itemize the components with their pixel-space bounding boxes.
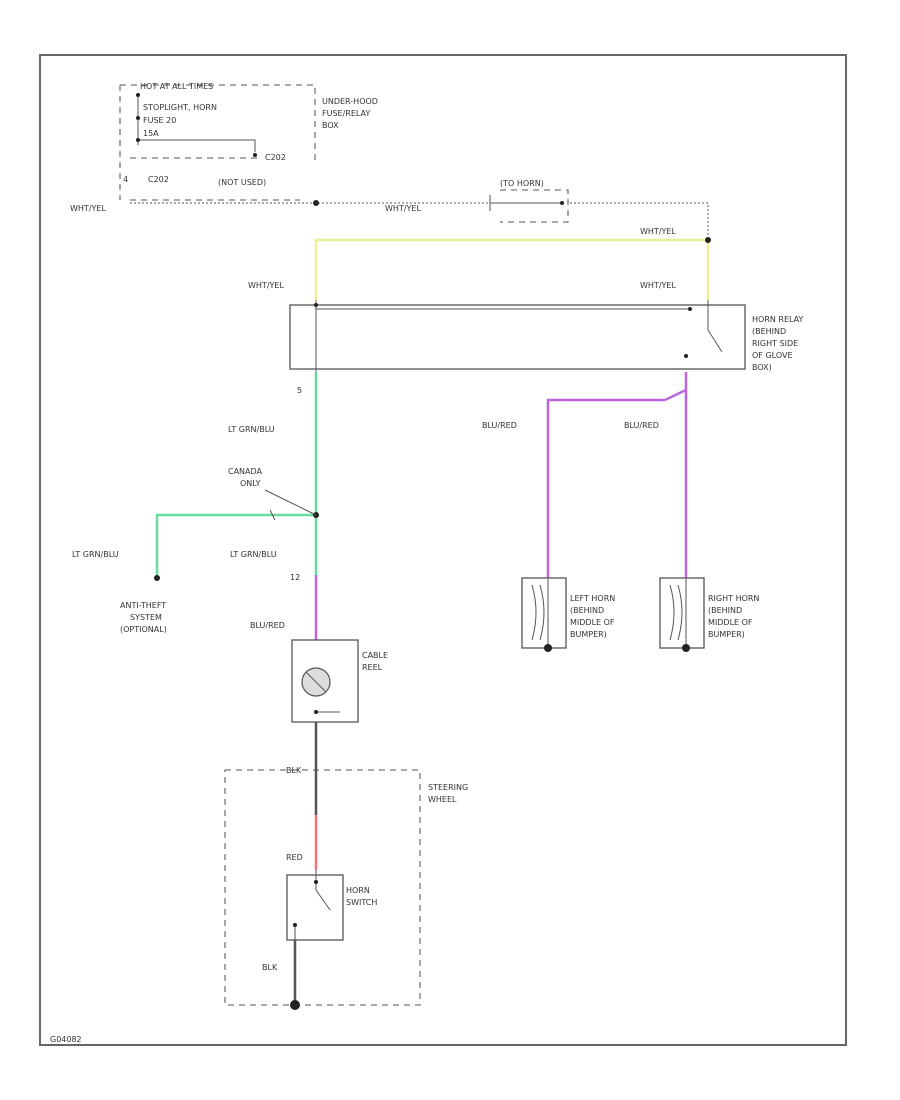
not-used-label: (NOT USED): [218, 178, 266, 187]
left-horn: LEFT HORN (BEHIND MIDDLE OF BUMPER): [521, 577, 615, 652]
figure-id: G04082: [50, 1035, 82, 1044]
horn-relay-line-4: OF GLOVE: [752, 351, 793, 360]
cable-reel-line-2: REEL: [362, 663, 383, 672]
pin-label-12: 12: [290, 573, 300, 582]
wire-label-wht-yel-right-top: WHT/YEL: [640, 227, 676, 236]
pin-label-5: 5: [297, 386, 302, 395]
wire-label-lt-grn-blu-3: LT GRN/BLU: [230, 550, 277, 559]
steering-wheel-line-1: STEERING: [428, 783, 468, 792]
fuse-pin-number: 4: [123, 175, 128, 184]
right-horn-line-3: MIDDLE OF: [708, 618, 753, 627]
fuse-number-label: FUSE 20: [143, 116, 176, 125]
wire-label-lt-grn-blu-2: LT GRN/BLU: [72, 550, 119, 559]
wire-label-blu-red-2: BLU/RED: [482, 421, 517, 430]
cable-reel: CABLE REEL: [291, 639, 388, 723]
wire-blu-red-relay: [664, 372, 688, 402]
wire-label-wht-yel-relay-right: WHT/YEL: [640, 281, 676, 290]
left-horn-line-1: LEFT HORN: [570, 594, 615, 603]
right-horn-line-2: (BEHIND: [708, 606, 742, 615]
canada-only-line-2: ONLY: [240, 479, 261, 488]
wire-label-red: RED: [286, 853, 303, 862]
horn-relay-line-5: BOX): [752, 363, 772, 372]
anti-theft-system: ANTI-THEFT SYSTEM (OPTIONAL): [120, 601, 167, 634]
horn-switch-line-1: HORN: [346, 886, 370, 895]
wire-label-wht-yel-mid: WHT/YEL: [385, 204, 421, 213]
anti-theft-line-2: SYSTEM: [130, 613, 162, 622]
horn-relay-line-1: HORN RELAY: [752, 315, 804, 324]
fuse-hot-label: HOT AT ALL TIMES: [140, 82, 213, 91]
canada-only-line-1: CANADA: [228, 467, 263, 476]
steering-wheel: STEERING WHEEL: [224, 769, 468, 1006]
fuse-box-name-2: FUSE/RELAY: [322, 109, 370, 118]
fuse-pin-label: C202: [265, 153, 286, 162]
fuse-box-name-1: UNDER-HOOD: [322, 97, 378, 106]
wire-label-blk-bottom: BLK: [262, 963, 278, 972]
under-hood-fuse-box: HOT AT ALL TIMES STOPLIGHT, HORN FUSE 20…: [119, 82, 378, 201]
wire-label-wht-yel-left: WHT/YEL: [70, 204, 106, 213]
wire-lt-grn-blu-branch: [155, 513, 316, 578]
anti-theft-line-3: (OPTIONAL): [120, 625, 167, 634]
wire-label-lt-grn-blu-1: LT GRN/BLU: [228, 425, 275, 434]
right-horn-line-1: RIGHT HORN: [708, 594, 759, 603]
diagram-frame: [39, 54, 847, 1046]
wire-label-blk-top: BLK: [286, 766, 302, 775]
wire-label-wht-yel-relay-left: WHT/YEL: [248, 281, 284, 290]
wire-label-blu-red-1: BLU/RED: [250, 621, 285, 630]
fuse-rating-label: 15A: [143, 129, 159, 138]
horn-relay: HORN RELAY (BEHIND RIGHT SIDE OF GLOVE B…: [289, 300, 804, 372]
horn-switch: HORN SWITCH: [286, 870, 377, 945]
connector-label: C202: [148, 175, 169, 184]
fuse-box-name-3: BOX: [322, 121, 339, 130]
anti-theft-line-1: ANTI-THEFT: [120, 601, 166, 610]
left-horn-line-4: BUMPER): [570, 630, 607, 639]
wire-blu-red-left-horn: [546, 398, 665, 578]
wire-label-blu-red-3: BLU/RED: [624, 421, 659, 430]
to-horn-connector: (TO HORN): [489, 179, 709, 240]
horn-relay-line-3: RIGHT SIDE: [752, 339, 798, 348]
horn-switch-line-2: SWITCH: [346, 898, 377, 907]
wire-wht-yel: [314, 238, 708, 300]
cable-reel-line-1: CABLE: [362, 651, 388, 660]
right-horn-line-4: BUMPER): [708, 630, 745, 639]
right-horn: RIGHT HORN (BEHIND MIDDLE OF BUMPER): [659, 577, 759, 652]
fuse-circuit-label: STOPLIGHT, HORN: [143, 103, 217, 112]
horn-relay-line-2: (BEHIND: [752, 327, 786, 336]
steering-wheel-line-2: WHEEL: [428, 795, 457, 804]
to-horn-label: (TO HORN): [500, 179, 544, 188]
left-horn-line-2: (BEHIND: [570, 606, 604, 615]
left-horn-line-3: MIDDLE OF: [570, 618, 615, 627]
